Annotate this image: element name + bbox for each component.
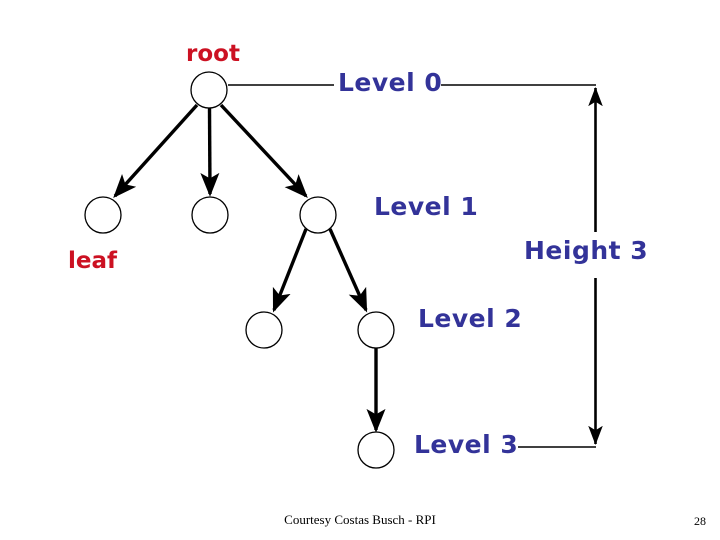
tree-node-level1-middle[interactable] bbox=[191, 196, 229, 234]
page-number: 28 bbox=[694, 514, 706, 528]
height-annotation-label: Height 3 bbox=[524, 236, 649, 265]
tree-node-root[interactable] bbox=[190, 71, 228, 109]
edge-n1c-n2b bbox=[328, 228, 368, 313]
edge-root-n1a bbox=[113, 103, 199, 199]
edge-root-n1c bbox=[219, 103, 308, 198]
edge-n1c-n2a bbox=[272, 228, 308, 313]
tree-node-level2-left[interactable] bbox=[245, 311, 283, 349]
tree-nodes bbox=[84, 71, 395, 469]
edge-root-n1b bbox=[200, 107, 220, 197]
level-3-label: Level 3 bbox=[414, 430, 519, 459]
tree-node-level1-left[interactable] bbox=[84, 196, 122, 234]
level-0-label: Level 0 bbox=[338, 68, 443, 97]
level-1-label: Level 1 bbox=[374, 192, 479, 221]
tree-edges bbox=[113, 103, 386, 433]
tree-node-level2-right[interactable] bbox=[357, 311, 395, 349]
level-2-label: Level 2 bbox=[418, 304, 523, 333]
root-annotation-label: root bbox=[186, 41, 240, 67]
tree-node-level3[interactable] bbox=[357, 431, 395, 469]
leaf-annotation-label: leaf bbox=[68, 248, 118, 274]
footer-credit: Courtesy Costas Busch - RPI bbox=[284, 512, 436, 527]
tree-node-level1-right[interactable] bbox=[299, 196, 337, 234]
